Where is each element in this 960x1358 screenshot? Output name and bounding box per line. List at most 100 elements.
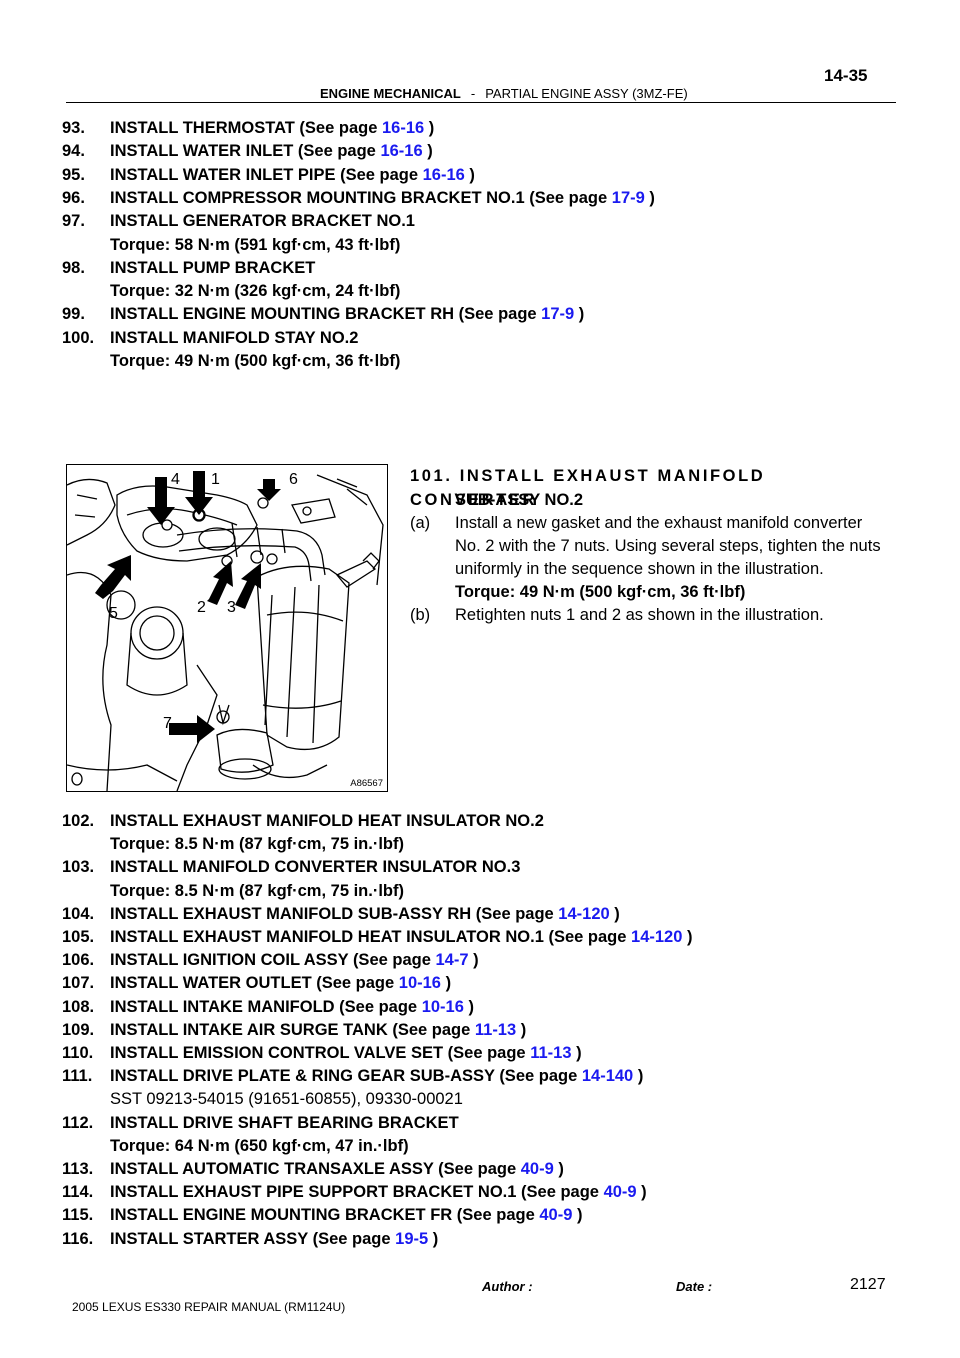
illustration-drawing [67,471,384,791]
page-reference-link[interactable]: 14-140 [581,1067,634,1086]
step-text: INSTALL EXHAUST MANIFOLD SUB-ASSY RH (Se… [110,904,559,923]
running-header: ENGINE MECHANICAL-PARTIAL ENGINE ASSY (3… [320,86,688,101]
procedure-step: 104. INSTALL EXHAUST MANIFOLD SUB-ASSY RH… [62,903,620,925]
nut-label-6: 6 [289,471,298,488]
procedure-step: 109.INSTALL INTAKE AIR SURGE TANK (See p… [62,1019,526,1041]
step-number: 106. [62,951,95,970]
step-text-tail: ) [422,142,433,161]
procedure-step: 108.INSTALL INTAKE MANIFOLD (See page 10… [62,996,474,1018]
procedure-step: 102.INSTALL EXHAUST MANIFOLD HEAT INSULA… [62,810,544,832]
page-reference-link[interactable]: 10-16 [398,974,441,993]
page-reference-link[interactable]: 14-7 [435,951,469,970]
step-number: 115. [62,1206,94,1225]
torque-spec: Torque: 49 N·m (500 kgf·cm, 36 ft·lbf) [110,352,401,370]
step-text-tail: ) [464,165,475,184]
step-text: INSTALL WATER INLET PIPE (See page [110,165,423,184]
header-rule [66,102,896,103]
step-text-tail: ) [516,1020,527,1039]
step-text-tail: ) [572,1206,583,1225]
page-reference-link[interactable]: 16-16 [422,165,465,184]
procedure-step: 93.INSTALL THERMOSTAT (See page 16-16 ) [62,117,434,139]
page-reference-link[interactable]: 14-120 [558,904,610,923]
step-101-a-line3: uniformly in the sequence shown in the i… [455,560,824,578]
step-text: INSTALL EXHAUST PIPE SUPPORT BRACKET NO.… [110,1183,604,1202]
step-text: INSTALL ENGINE MOUNTING BRACKET RH (See … [110,305,542,324]
step-text: INSTALL EXHAUST MANIFOLD HEAT INSULATOR … [110,928,632,946]
step-number: 93. [62,119,85,137]
step-text: INSTALL ENGINE MOUNTING BRACKET FR (See … [110,1206,540,1225]
header-dash: - [470,86,476,101]
step-text-tail: ) [428,1229,439,1248]
nut-label-1: 1 [211,471,220,488]
page-reference-link[interactable]: 16-16 [380,142,423,161]
subsection-title: PARTIAL ENGINE ASSY (3MZ-FE) [485,86,688,101]
nut-label-7: 7 [163,715,172,732]
page-reference-link[interactable]: 40-9 [520,1160,554,1178]
figure-code: A86567 [350,778,383,789]
step-number: 97. [62,212,85,231]
step-101-a-torque: Torque: 49 N·m (500 kgf·cm, 36 ft·lbf) [455,583,746,601]
page-reference-link[interactable]: 40-9 [539,1206,573,1225]
procedure-step: 115. INSTALL ENGINE MOUNTING BRACKET FR (… [62,1204,582,1226]
step-number: 94. [62,142,85,161]
page-reference-link[interactable]: 16-16 [381,119,425,137]
step-101-a-line2: No. 2 with the 7 nuts. Using several ste… [455,537,881,555]
procedure-step: 111.INSTALL DRIVE PLATE & RING GEAR SUB-… [62,1065,643,1087]
step-number: 103. [62,858,95,877]
step-101-a: (a)Install a new gasket and the exhaust … [410,512,862,536]
step-text: INSTALL DRIVE SHAFT BEARING BRACKET [110,1113,459,1132]
nut-label-3: 3 [227,599,236,616]
procedure-step: 107.INSTALL WATER OUTLET (See page 10-16… [62,972,451,994]
step-number: 111. [62,1067,93,1086]
step-101-b-line1: Retighten nuts 1 and 2 as shown in the i… [455,606,824,624]
nut-label-4: 4 [171,471,180,488]
procedure-step: 103. INSTALL MANIFOLD CONVERTER INSULATOR… [62,856,520,878]
step-text-tail: ) [636,1183,647,1202]
procedure-step: 94.INSTALL WATER INLET (See page 16-16 ) [62,140,433,162]
step-text: INSTALL PUMP BRACKET [110,258,316,277]
step-101-title: 101. INSTALL EXHAUST MANIFOLD CONVERTER [410,467,766,509]
step-number: 96. [62,188,85,207]
page-reference-link[interactable]: 10-16 [421,997,464,1016]
procedure-step: 99.INSTALL ENGINE MOUNTING BRACKET RH (S… [62,303,584,325]
step-text: INSTALL EMISSION CONTROL VALVE SET (See … [110,1044,531,1062]
step-number: 112. [62,1113,94,1132]
step-101-b: (b)Retighten nuts 1 and 2 as shown in th… [410,604,824,628]
step-number: 113. [62,1160,94,1178]
section-title: ENGINE MECHANICAL [320,86,461,101]
procedure-step: 106. INSTALL IGNITION COIL ASSY (See page… [62,949,479,971]
procedure-step: 98. INSTALL PUMP BRACKET [62,257,315,279]
torque-spec: Torque: 64 N·m (650 kgf·cm, 47 in.·lbf) [110,1136,409,1155]
procedure-step: 95.INSTALL WATER INLET PIPE (See page 16… [62,164,475,186]
step-number: 104. [62,904,95,923]
torque-spec: Torque: 32 N·m (326 kgf·cm, 24 ft·lbf) [110,282,401,301]
procedure-step: 100.INSTALL MANIFOLD STAY NO.2 [62,327,358,349]
step-number: 98. [62,258,85,277]
step-text: INSTALL STARTER ASSY (See page [110,1229,396,1248]
step-number: 109. [62,1020,95,1039]
page-reference-link[interactable]: 17-9 [611,188,645,207]
procedure-step: 114. INSTALL EXHAUST PIPE SUPPORT BRACKET… [62,1181,647,1203]
step-101-a-line1: Install a new gasket and the exhaust man… [455,514,863,532]
step-text: INSTALL INTAKE MANIFOLD (See page [110,997,422,1016]
step-text: INSTALL MANIFOLD CONVERTER INSULATOR NO.… [110,858,521,877]
step-text-tail: ) [463,997,474,1016]
procedure-step: 105. INSTALL EXHAUST MANIFOLD HEAT INSULA… [62,926,693,948]
date-label: Date : [676,1279,713,1294]
step-text: INSTALL COMPRESSOR MOUNTING BRACKET NO.1… [110,188,612,207]
step-text-tail: ) [633,1067,644,1086]
page-reference-link[interactable]: 14-120 [631,928,683,946]
step-text-tail: ) [682,928,693,946]
page-reference-link[interactable]: 17-9 [541,305,575,324]
page-reference-link[interactable]: 19-5 [395,1229,429,1248]
procedure-step: 112. INSTALL DRIVE SHAFT BEARING BRACKET [62,1112,459,1134]
step-number: 102. [62,812,95,830]
page-reference-link[interactable]: 11-13 [530,1044,572,1062]
author-label: Author : [482,1279,533,1294]
step-number: 114. [62,1183,94,1202]
step-text: INSTALL IGNITION COIL ASSY (See page [110,951,436,970]
page-reference-link[interactable]: 11-13 [474,1020,517,1039]
page-reference-link[interactable]: 40-9 [603,1183,637,1202]
step-number: 105. [62,928,95,946]
torque-spec: Torque: 8.5 N·m (87 kgf·cm, 75 in.·lbf) [110,881,404,900]
